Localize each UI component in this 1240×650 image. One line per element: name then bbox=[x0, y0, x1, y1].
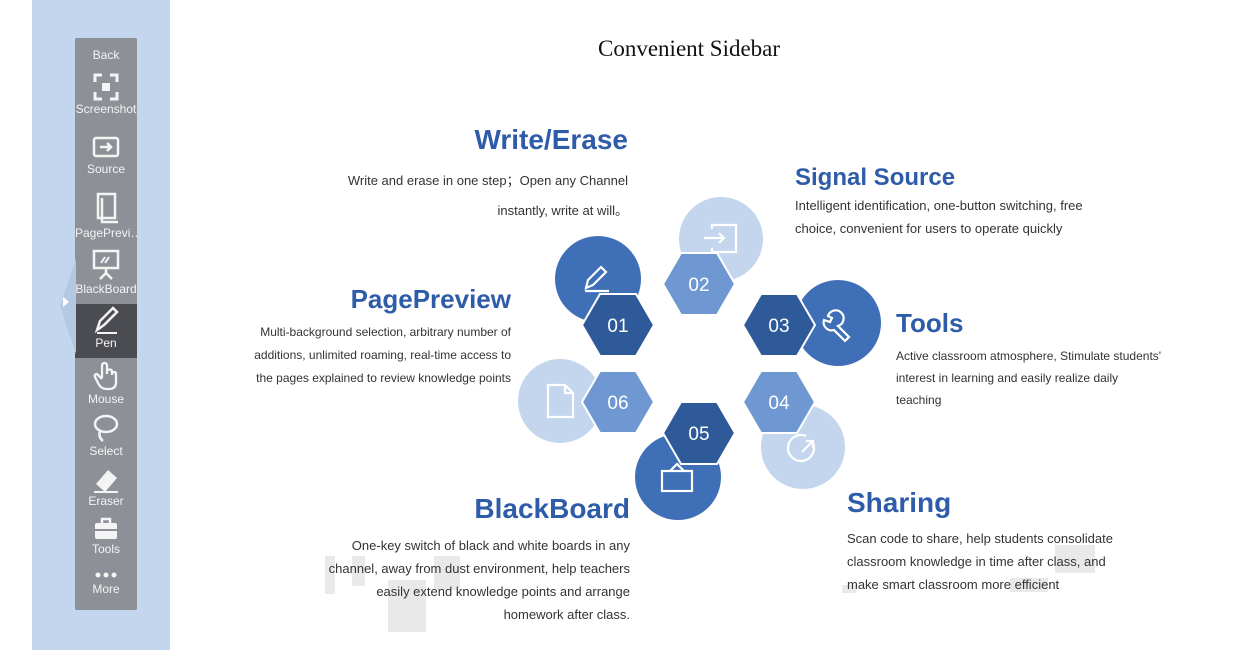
blackboard-icon bbox=[92, 249, 120, 280]
watermark-fragment bbox=[388, 580, 426, 632]
desc-line: instantly, write at will。 bbox=[497, 203, 628, 218]
feature-title-tools: Tools bbox=[896, 308, 964, 338]
watermark-fragment bbox=[434, 556, 460, 590]
document-icon bbox=[546, 383, 575, 419]
sidebar-item-tools[interactable]: Tools bbox=[75, 516, 137, 562]
wrench-icon bbox=[822, 309, 851, 343]
desc-line: choice, convenient for users to operate … bbox=[795, 221, 1063, 236]
desc-line: interest in learning and easily realize … bbox=[896, 371, 1119, 385]
feature-title-write-erase: Write/Erase bbox=[474, 124, 628, 155]
pen-icon bbox=[94, 306, 119, 334]
sidebar-item-label: Source bbox=[86, 162, 126, 176]
desc-line: Intelligent identification, one-button s… bbox=[795, 198, 1083, 213]
sidebar-item-label: Pen bbox=[95, 336, 117, 350]
hex-label: 06 bbox=[607, 393, 628, 414]
feature-desc-blackboard: One-key switch of black and white boards… bbox=[329, 534, 630, 626]
pencil-icon bbox=[584, 265, 609, 293]
screenshot-icon bbox=[93, 73, 119, 101]
desc-line: Multi-background selection, arbitrary nu… bbox=[260, 325, 511, 339]
desc-line: additions, unlimited roaming, real-time … bbox=[254, 348, 511, 362]
toolbox-icon bbox=[95, 517, 117, 539]
feature-title-signal-source: Signal Source bbox=[795, 164, 956, 191]
sidebar-item-label: Eraser bbox=[88, 494, 124, 508]
feature-desc-sharing: Scan code to share, help students consol… bbox=[847, 527, 1113, 596]
sidebar-item-label: More bbox=[92, 582, 120, 596]
share-icon bbox=[786, 433, 816, 463]
sidebar-item-source[interactable]: Source bbox=[75, 134, 137, 186]
sidebar-item-label: Tools bbox=[91, 542, 120, 556]
desc-line: teaching bbox=[896, 393, 942, 407]
hex-label: 05 bbox=[688, 424, 709, 445]
watermark-fragment bbox=[842, 585, 856, 593]
hex-01: 01 bbox=[580, 293, 656, 357]
sidebar-item-label: BlackBoard bbox=[75, 282, 137, 296]
sidebar-item-screenshot[interactable]: Screenshot bbox=[75, 72, 137, 128]
desc-line: One-key switch of black and white boards… bbox=[351, 538, 630, 553]
sidebar-item-label: Select bbox=[89, 444, 123, 458]
hex-04: 04 bbox=[741, 370, 817, 434]
hex-label: 03 bbox=[768, 316, 789, 337]
sidebar-item-label: PagePrevi… bbox=[75, 226, 137, 240]
watermark-fragment bbox=[1055, 545, 1095, 573]
hex-label: 01 bbox=[607, 316, 628, 337]
hex-06: 06 bbox=[580, 370, 656, 434]
watermark-fragment bbox=[325, 556, 335, 594]
more-dots-icon bbox=[95, 572, 117, 578]
source-icon bbox=[92, 136, 120, 158]
desc-line: channel, away from dust environment, hel… bbox=[328, 561, 630, 576]
input-icon bbox=[704, 223, 738, 254]
sidebar-item-mouse[interactable]: Mouse bbox=[75, 360, 137, 410]
desc-line: Write and erase in one step；Open any Cha… bbox=[347, 173, 628, 188]
hex-05: 05 bbox=[661, 401, 737, 465]
sidebar-item-label: Back bbox=[92, 48, 120, 62]
page-title: Convenient Sidebar bbox=[598, 36, 781, 61]
feature-title-sharing: Sharing bbox=[847, 487, 952, 518]
desc-line: make smart classroom more efficient bbox=[847, 577, 1060, 592]
hex-label: 02 bbox=[688, 275, 709, 296]
mouse-hand-icon bbox=[93, 361, 118, 391]
feature-desc-write-erase: Write and erase in one step；Open any Cha… bbox=[348, 166, 628, 226]
feature-desc-page-preview: Multi-background selection, arbitrary nu… bbox=[254, 321, 511, 390]
watermark-fragment bbox=[1010, 578, 1048, 592]
feature-desc-tools: Active classroom atmosphere, Stimulate s… bbox=[896, 345, 1161, 411]
sidebar-item-more[interactable]: More bbox=[75, 568, 137, 608]
page-preview-icon bbox=[96, 192, 118, 224]
expand-arrow-icon bbox=[63, 297, 69, 307]
desc-line: homework after class. bbox=[503, 607, 630, 622]
watermark-fragment bbox=[352, 556, 365, 586]
feature-desc-signal-source: Intelligent identification, one-button s… bbox=[795, 194, 1083, 240]
sidebar-item-back[interactable]: Back bbox=[75, 48, 137, 70]
desc-line: Scan code to share, help students consol… bbox=[847, 531, 1113, 546]
feature-title-page-preview: PagePreview bbox=[350, 284, 511, 314]
eraser-icon bbox=[94, 470, 118, 493]
board-icon bbox=[660, 462, 694, 493]
sidebar-item-eraser[interactable]: Eraser bbox=[75, 466, 137, 514]
desc-line: the pages explained to review knowledge … bbox=[256, 371, 511, 385]
hex-03: 03 bbox=[741, 293, 817, 357]
sidebar-item-pen[interactable]: Pen bbox=[75, 304, 137, 358]
lasso-icon bbox=[93, 414, 119, 442]
sidebar-toolbar: Back Screenshot Source PagePrevi… BlackB… bbox=[75, 38, 137, 610]
desc-line: Active classroom atmosphere, Stimulate s… bbox=[896, 349, 1162, 363]
feature-title-blackboard: BlackBoard bbox=[474, 493, 630, 524]
sidebar-item-label: Screenshot bbox=[75, 102, 137, 116]
desc-line: easily extend knowledge points and arran… bbox=[376, 584, 630, 599]
sidebar-item-blackboard[interactable]: BlackBoard bbox=[75, 248, 137, 304]
hex-label: 04 bbox=[768, 393, 790, 414]
sidebar-item-page-preview[interactable]: PagePrevi… bbox=[75, 192, 137, 244]
sidebar-item-label: Mouse bbox=[87, 392, 125, 406]
desc-line: classroom knowledge in time after class,… bbox=[847, 554, 1106, 569]
hex-02: 02 bbox=[661, 252, 737, 316]
sidebar-item-select[interactable]: Select bbox=[75, 412, 137, 462]
